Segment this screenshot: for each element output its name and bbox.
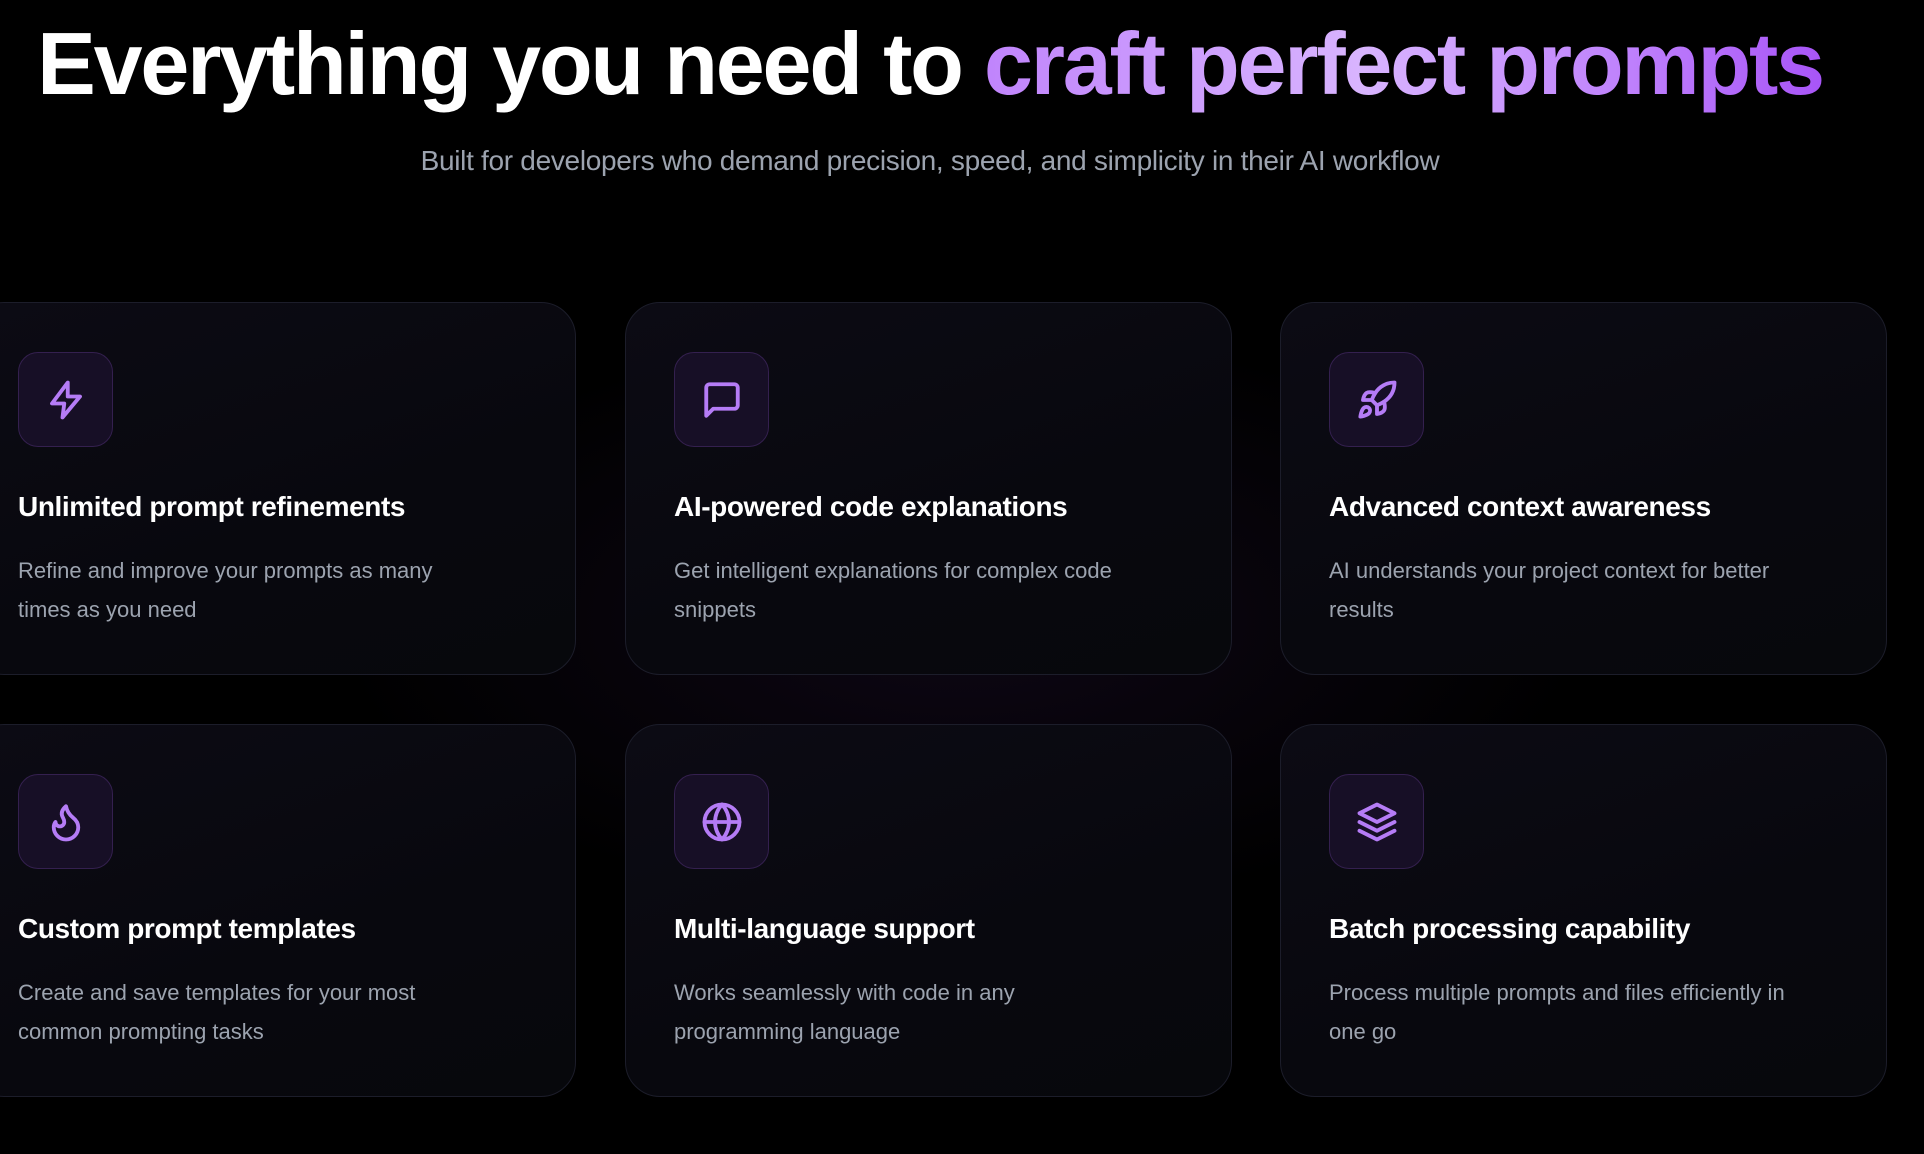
feature-card-multi-language: Multi-language support Works seamlessly … [625, 724, 1232, 1097]
globe-icon [702, 802, 741, 841]
feature-description: Works seamlessly with code in any progra… [674, 980, 1015, 1044]
feature-description: Process multiple prompts and files effic… [1329, 980, 1785, 1044]
heading-prefix: Everything you need to [37, 14, 984, 113]
feature-card-code-explanations: AI-powered code explanations Get intelli… [625, 302, 1232, 675]
message-square-icon [703, 381, 740, 418]
feature-icon-container [18, 774, 113, 869]
feature-title: Unlimited prompt refinements [18, 491, 406, 522]
feature-description: Refine and improve your prompts as many … [18, 558, 433, 622]
feature-icon-container [18, 352, 113, 447]
feature-icon-container [674, 774, 769, 869]
feature-title: Custom prompt templates [18, 913, 356, 944]
feature-title: AI-powered code explanations [674, 491, 1068, 522]
section-heading: Everything you need to craft perfect pro… [0, 14, 1860, 114]
feature-card-prompt-templates: Custom prompt templates Create and save … [0, 724, 576, 1097]
layers-icon [1357, 802, 1396, 841]
feature-icon-container [674, 352, 769, 447]
feature-title: Multi-language support [674, 913, 975, 944]
feature-card-batch-processing: Batch processing capability Process mult… [1280, 724, 1887, 1097]
rocket-icon [1357, 380, 1396, 419]
feature-card-context-awareness: Advanced context awareness AI understand… [1280, 302, 1887, 675]
section-subtitle: Built for developers who demand precisio… [420, 145, 1440, 176]
feature-title: Batch processing capability [1329, 913, 1691, 944]
flame-icon [51, 803, 80, 841]
feature-description: Get intelligent explanations for complex… [674, 558, 1112, 622]
feature-icon-container [1329, 774, 1424, 869]
feature-icon-container [1329, 352, 1424, 447]
feature-card-unlimited-refinements: Unlimited prompt refinements Refine and … [0, 302, 576, 675]
heading-accent: craft perfect prompts [984, 14, 1825, 113]
feature-description: Create and save templates for your most … [18, 980, 416, 1044]
feature-description: AI understands your project context for … [1329, 558, 1770, 622]
feature-title: Advanced context awareness [1329, 491, 1711, 522]
lightning-bolt-icon [49, 380, 82, 419]
